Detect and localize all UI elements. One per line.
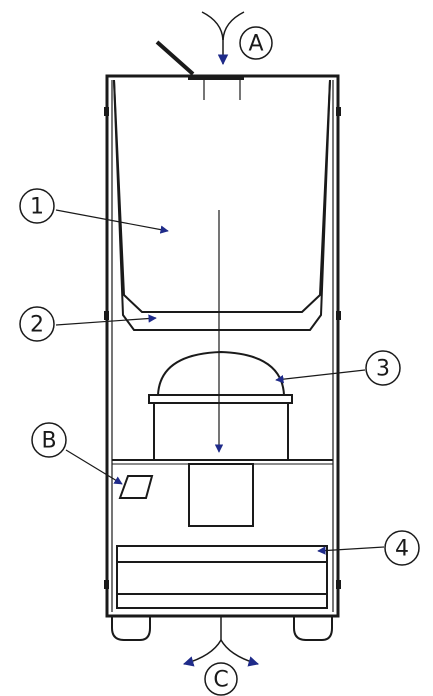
callout-part-1-label: 1: [30, 195, 44, 220]
callout-outlet-label: C: [213, 668, 228, 693]
callout-part-3: 3: [365, 350, 401, 386]
outlet-airflow-arrows: [182, 616, 260, 667]
callout-part-4-label: 4: [395, 537, 409, 562]
top-inlet-lid: [155, 40, 244, 100]
hopper-container: [113, 79, 331, 331]
callout-control-panel-label: B: [41, 429, 56, 454]
dome-unit: [148, 350, 293, 461]
callout-control-panel: B: [31, 422, 67, 458]
cabinet-housing: [104, 74, 341, 618]
inlet-airflow-arrows: [201, 11, 245, 66]
filter-tray: [116, 545, 328, 609]
callout-part-4: 4: [384, 530, 420, 566]
callout-part-1: 1: [19, 188, 55, 224]
callout-inlet-label: A: [248, 32, 263, 57]
leader-lines: [55, 209, 385, 555]
callout-part-2-label: 2: [30, 313, 44, 338]
callout-part-2: 2: [19, 306, 55, 342]
control-panel-indicator: [118, 475, 154, 499]
callout-inlet: A: [239, 26, 273, 60]
callout-outlet: C: [204, 662, 238, 696]
lower-compartment: [111, 459, 334, 527]
callout-part-3-label: 3: [376, 357, 390, 382]
cabinet-feet: [111, 614, 333, 641]
